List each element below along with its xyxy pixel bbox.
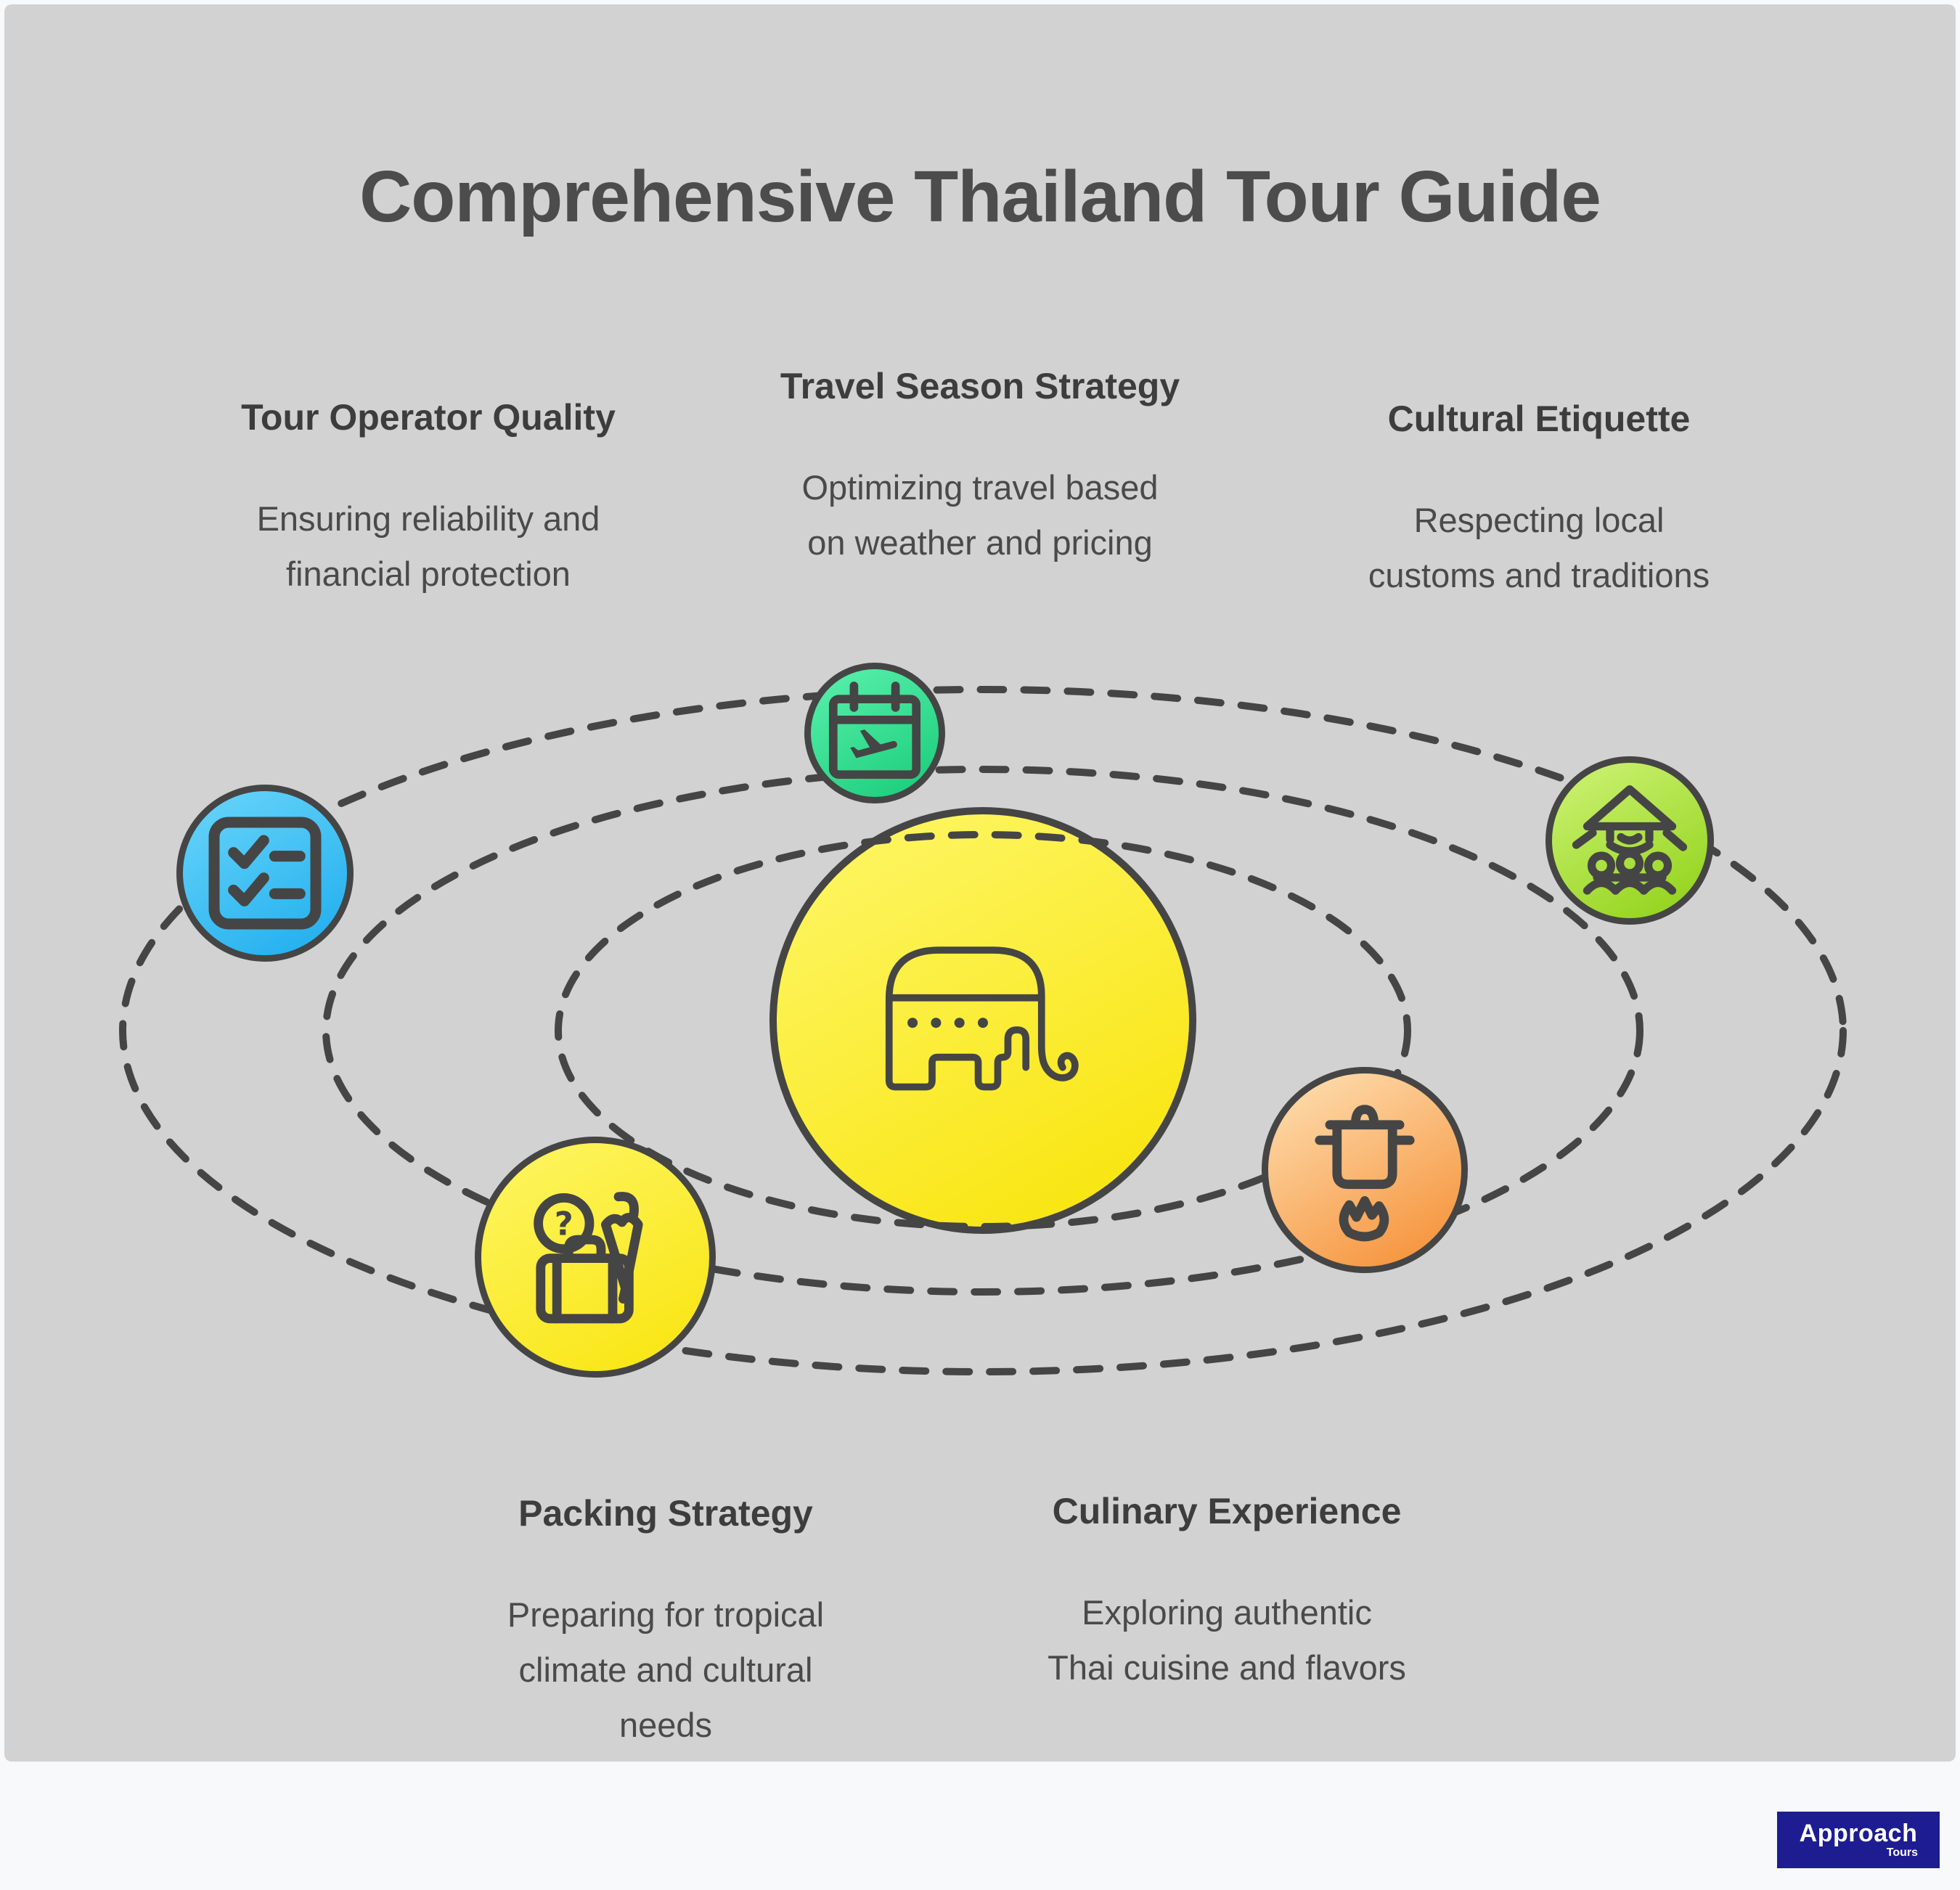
- central-node-thailand: [769, 807, 1196, 1234]
- block-body-line: needs: [618, 1706, 713, 1744]
- block-body-line: financial protection: [286, 555, 571, 593]
- block-heading: Cultural Etiquette: [1387, 398, 1691, 439]
- block-body-line: Preparing for tropical: [507, 1595, 825, 1634]
- group-conical-hat-icon: [1572, 785, 1688, 895]
- elephant-icon: [885, 946, 1079, 1091]
- block-body-line: on weather and pricing: [807, 523, 1153, 562]
- block-body-line: Respecting local: [1413, 501, 1665, 539]
- block-culinary-experience: Culinary Experience Exploring authentic …: [973, 1489, 1481, 1695]
- page-title: Comprehensive Thailand Tour Guide: [359, 156, 1601, 237]
- node-culinary-experience: [1262, 1067, 1468, 1273]
- approach-tours-logo: Approach Tours: [1777, 1812, 1940, 1868]
- cooking-pot-icon: [1315, 1105, 1415, 1242]
- flight-calendar-icon: [828, 682, 921, 780]
- block-heading: Packing Strategy: [518, 1493, 813, 1534]
- block-packing-strategy: Packing Strategy Preparing for tropical …: [412, 1492, 920, 1753]
- block-body-line: Optimizing travel based: [801, 468, 1159, 507]
- block-tour-operator: Tour Operator Quality Ensuring reliabili…: [174, 396, 682, 602]
- node-travel-season-strategy: [804, 663, 945, 803]
- node-cultural-etiquette: [1545, 756, 1714, 925]
- block-body-line: Exploring authentic: [1082, 1593, 1372, 1632]
- block-body-line: climate and cultural: [518, 1650, 813, 1689]
- block-body-line: Thai cuisine and flavors: [1048, 1648, 1406, 1687]
- block-cultural-etiquette: Cultural Etiquette Respecting local cust…: [1285, 397, 1793, 603]
- block-travel-season: Travel Season Strategy Optimizing travel…: [726, 364, 1234, 570]
- block-heading: Tour Operator Quality: [241, 397, 616, 438]
- logo-sub-text: Tours: [1886, 1846, 1918, 1859]
- logo-brand-text: Approach: [1799, 1820, 1918, 1847]
- node-packing-strategy: ?: [475, 1137, 716, 1378]
- question-mark-glyph: ?: [555, 1205, 573, 1243]
- node-tour-operator-quality: [176, 785, 354, 962]
- block-body-line: Ensuring reliability and: [256, 499, 600, 538]
- block-heading: Culinary Experience: [1052, 1491, 1402, 1531]
- luggage-question-umbrella-icon: ?: [534, 1192, 643, 1324]
- checklist-icon: [208, 817, 322, 930]
- block-body-line: customs and traditions: [1368, 556, 1710, 594]
- block-heading: Travel Season Strategy: [780, 366, 1180, 406]
